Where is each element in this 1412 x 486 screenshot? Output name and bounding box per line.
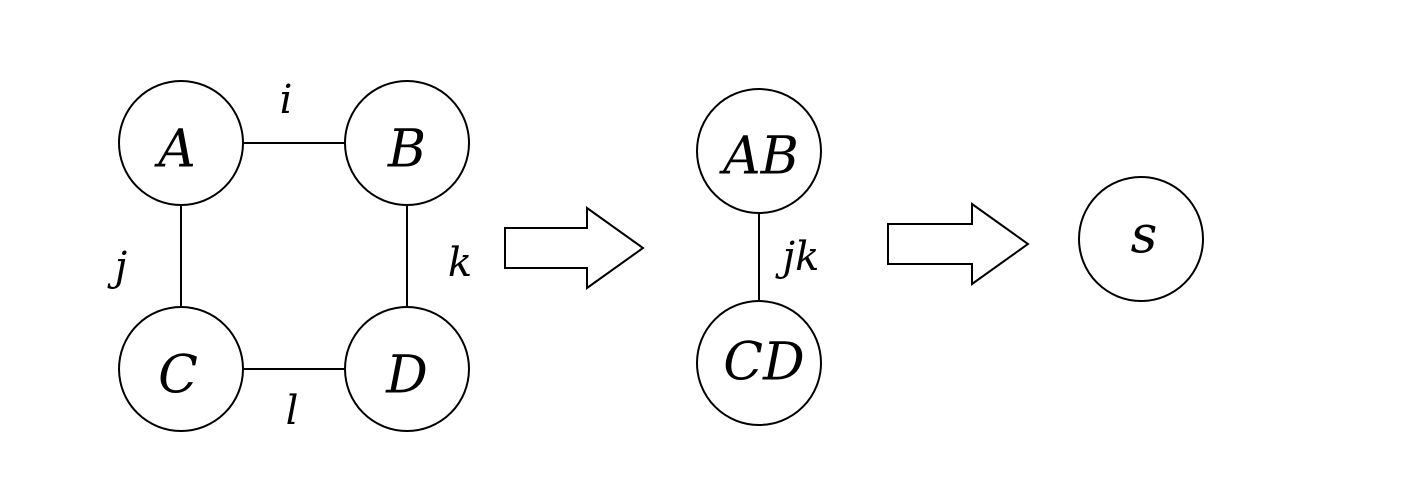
node-a-label: A xyxy=(154,120,196,180)
node-c: C xyxy=(118,306,244,432)
node-a: A xyxy=(118,80,244,206)
edge-a-c-label: j xyxy=(107,244,127,290)
node-cd: CD xyxy=(696,300,822,426)
node-ab-label: AB xyxy=(719,127,799,187)
node-s: s xyxy=(1078,176,1204,302)
stage-2-graph: AB CD jk xyxy=(696,88,822,426)
edge-b-d-label: k xyxy=(448,240,472,286)
node-c-label: C xyxy=(158,346,198,406)
node-ab: AB xyxy=(696,88,822,214)
stage-3-graph: s xyxy=(1078,176,1204,302)
arrow-right-icon xyxy=(504,206,645,290)
stage-1-graph: A B C D i j k l xyxy=(107,77,472,434)
node-b: B xyxy=(344,80,470,206)
node-d: D xyxy=(344,306,470,432)
edge-c-d-label: l xyxy=(286,388,299,434)
node-b-label: B xyxy=(387,120,426,180)
node-d-label: D xyxy=(385,346,428,406)
edge-a-b-label: i xyxy=(280,77,293,123)
edge-ab-cd-label: jk xyxy=(775,234,820,280)
arrow-right-icon xyxy=(887,202,1030,286)
node-cd-label: CD xyxy=(723,333,804,393)
node-s-label: s xyxy=(1131,206,1158,266)
